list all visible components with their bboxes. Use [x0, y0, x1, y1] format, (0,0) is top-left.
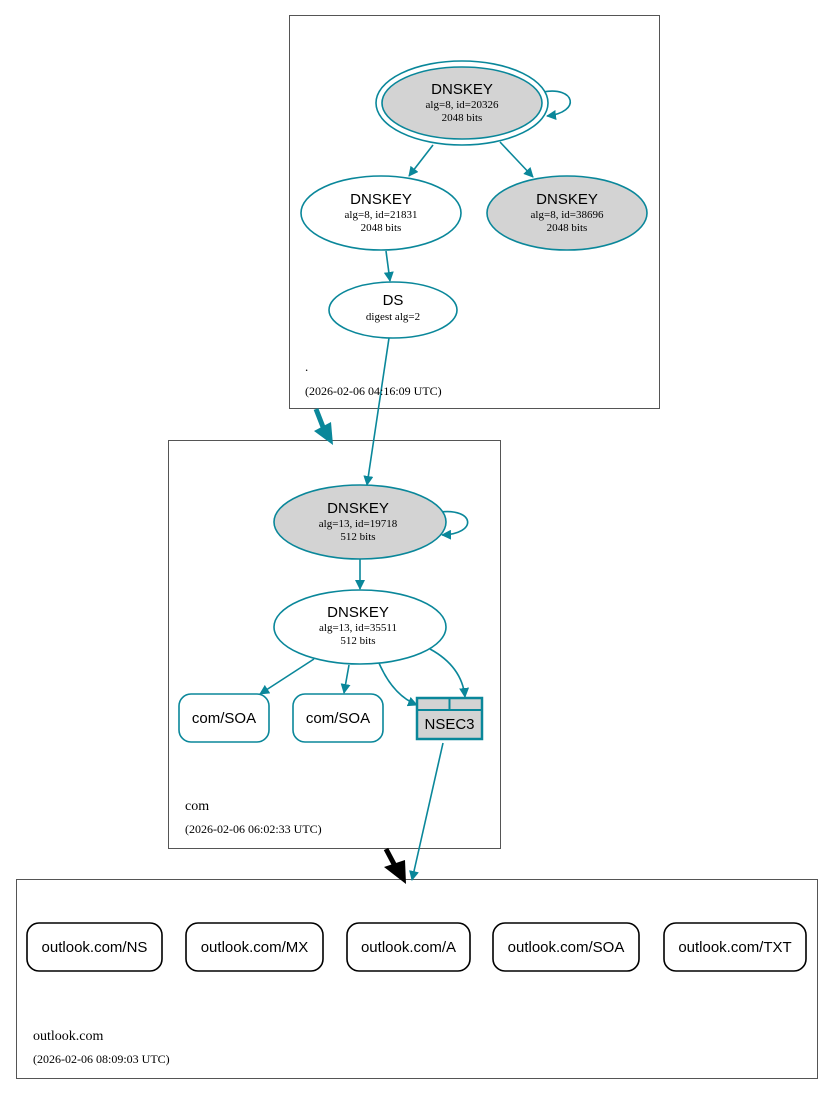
node-com-nsec3[interactable]: NSEC3: [415, 696, 484, 741]
node-detail: alg=8, id=21831: [345, 209, 418, 221]
rr-outlook-a[interactable]: outlook.com/A: [346, 922, 471, 972]
node-com-soa-2[interactable]: com/SOA: [292, 693, 384, 743]
node-label: com/SOA: [306, 710, 370, 727]
node-detail: 512 bits: [340, 635, 375, 647]
edge-ds-to-com-ksk: [363, 337, 390, 486]
edge-com-zsk-to-soa2: [340, 664, 351, 694]
edge-nsec3-to-outlook: [409, 742, 444, 881]
node-com-zsk[interactable]: DNSKEY alg=13, id=35511 512 bits: [273, 589, 447, 665]
zone-timestamp-com: (2026-02-06 06:02:33 UTC): [185, 822, 322, 836]
node-detail: alg=13, id=35511: [319, 622, 397, 634]
edge-root-ksk-to-key3: [499, 141, 534, 178]
zone-timestamp-outlook: (2026-02-06 08:09:03 UTC): [33, 1052, 170, 1066]
node-detail: 2048 bits: [361, 222, 402, 234]
node-root-ksk[interactable]: DNSKEY alg=8, id=20326 2048 bits: [375, 60, 549, 146]
zone-box-root: [289, 15, 660, 409]
node-title: DNSKEY: [327, 604, 389, 621]
delegation-arrow-com-to-outlook: [383, 847, 406, 884]
edge-com-zsk-to-soa1: [259, 658, 315, 695]
delegation-arrow-root-to-com: [313, 408, 333, 445]
node-title: DNSKEY: [350, 191, 412, 208]
node-detail: 512 bits: [340, 531, 375, 543]
rr-label: outlook.com/A: [361, 939, 456, 956]
rr-label: outlook.com/SOA: [508, 939, 625, 956]
rr-label: outlook.com/NS: [42, 939, 148, 956]
node-title: DNSKEY: [431, 81, 493, 98]
node-label: com/SOA: [192, 710, 256, 727]
edge-com-ksk-self: [439, 510, 469, 540]
zone-box-com: [168, 440, 501, 849]
node-title: DNSKEY: [327, 500, 389, 517]
node-detail: alg=8, id=20326: [426, 99, 499, 111]
node-title: DNSKEY: [536, 191, 598, 208]
node-detail: digest alg=2: [366, 311, 420, 323]
rr-label: outlook.com/TXT: [678, 939, 791, 956]
rr-outlook-txt[interactable]: outlook.com/TXT: [663, 922, 807, 972]
zone-timestamp-root: (2026-02-06 04:16:09 UTC): [305, 384, 442, 398]
node-label: NSEC3: [424, 716, 474, 733]
node-detail: 2048 bits: [547, 222, 588, 234]
zone-name-outlook: outlook.com: [33, 1029, 103, 1044]
node-root-key3[interactable]: DNSKEY alg=8, id=38696 2048 bits: [486, 175, 648, 251]
node-detail: alg=13, id=19718: [319, 518, 398, 530]
node-com-ds[interactable]: DS digest alg=2: [328, 281, 458, 339]
rr-outlook-soa[interactable]: outlook.com/SOA: [492, 922, 640, 972]
rr-outlook-ns[interactable]: outlook.com/NS: [26, 922, 163, 972]
edge-com-zsk-to-nsec3-a: [378, 662, 418, 707]
edge-root-ksk-to-zsk: [408, 144, 434, 177]
zone-name-com: com: [185, 799, 209, 814]
node-detail: 2048 bits: [442, 112, 483, 124]
node-detail: alg=8, id=38696: [531, 209, 604, 221]
node-title: DS: [383, 292, 404, 309]
edge-root-zsk-to-ds: [383, 250, 394, 282]
edge-root-ksk-self: [542, 90, 571, 120]
rr-label: outlook.com/MX: [201, 939, 309, 956]
rr-outlook-mx[interactable]: outlook.com/MX: [185, 922, 324, 972]
node-com-ksk[interactable]: DNSKEY alg=13, id=19718 512 bits: [273, 484, 447, 560]
zone-box-outlook: [16, 879, 818, 1079]
node-com-soa-1[interactable]: com/SOA: [178, 693, 270, 743]
edge-com-zsk-to-nsec3-b: [429, 648, 470, 698]
node-root-zsk[interactable]: DNSKEY alg=8, id=21831 2048 bits: [300, 175, 462, 251]
zone-name-root: .: [305, 359, 308, 374]
